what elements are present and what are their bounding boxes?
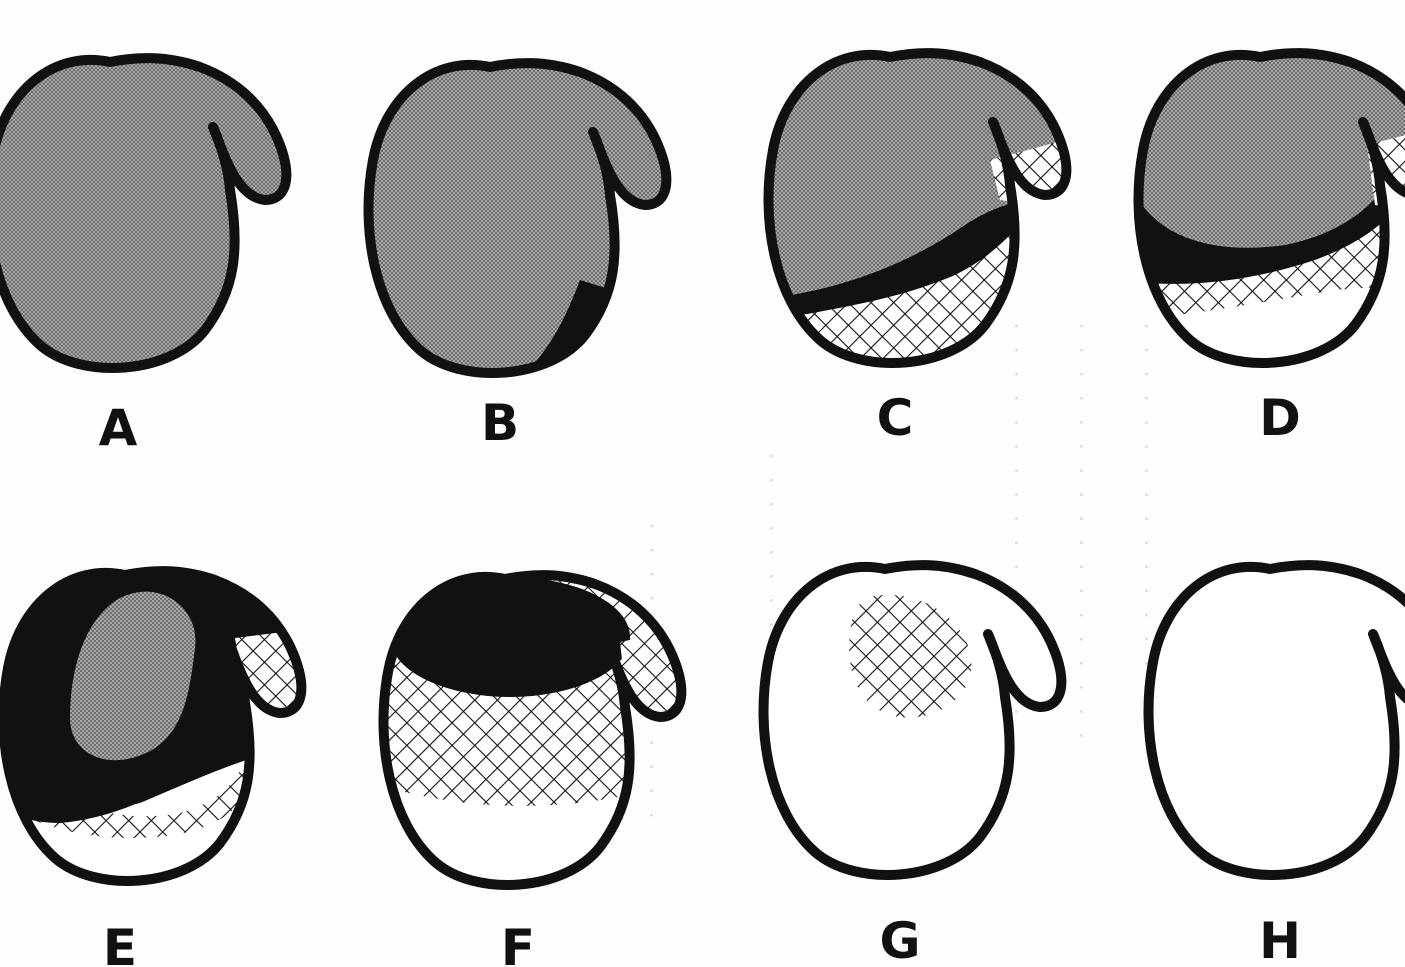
panel-a: [0, 58, 286, 368]
panel-g: [763, 565, 1061, 875]
panel-label-g: G: [879, 912, 920, 967]
seed-g: [763, 565, 1061, 875]
panel-c: [755, 53, 1105, 400]
seed-d: [1125, 53, 1405, 400]
panel-label-h: H: [1259, 912, 1301, 967]
panel-label-d: D: [1259, 389, 1301, 447]
seed-c: [755, 53, 1105, 400]
seed-a: [0, 58, 286, 368]
seed-e: [0, 558, 340, 881]
panel-label-a: A: [99, 399, 138, 457]
panel-e: [0, 558, 340, 881]
panel-label-c: C: [877, 389, 914, 447]
svg-text:. . . . . . . . . . . . . . .: . . . . . . . . . . . . . . . . . .: [1075, 320, 1099, 741]
seed-b: [368, 63, 666, 410]
panel-h: [1148, 565, 1405, 875]
panel-label-e: E: [103, 919, 137, 967]
panel-b: [368, 63, 666, 410]
panel-label-b: B: [481, 394, 519, 452]
panel-d: [1125, 53, 1405, 400]
seed-h: [1148, 565, 1405, 875]
panel-label-f: F: [501, 919, 535, 967]
